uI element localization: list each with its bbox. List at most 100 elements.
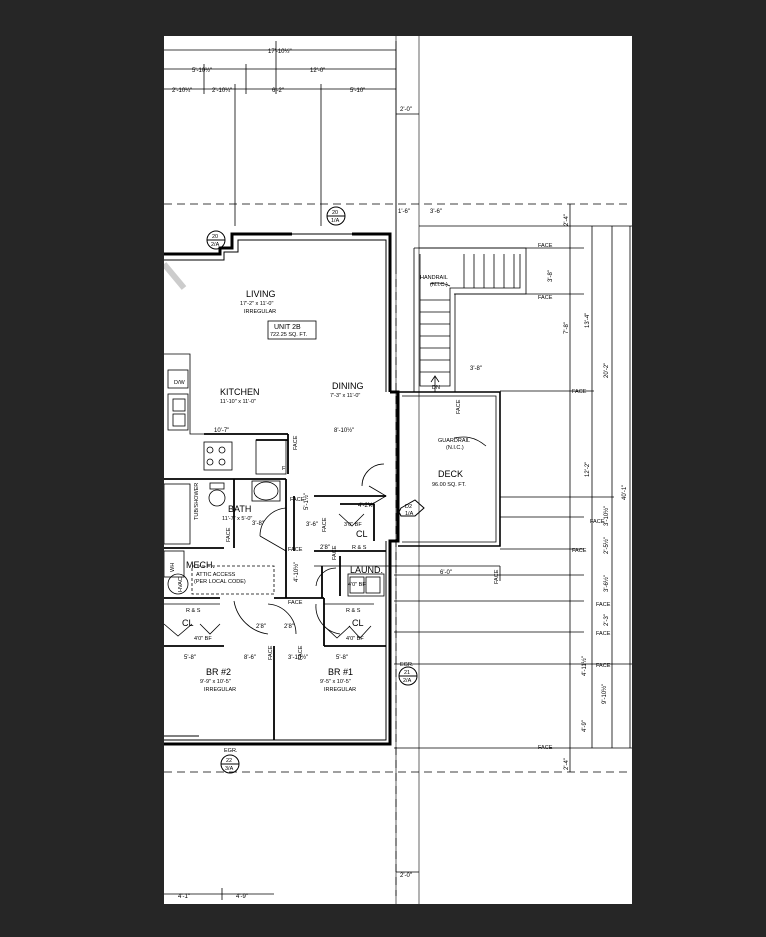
deck-tag-top: D2 [405, 504, 412, 510]
dim-right-n: 4'-9" [582, 720, 588, 732]
face-label: FACE [538, 243, 553, 249]
dim-row2-c: 6'-2" [272, 88, 284, 94]
face-label: FACE [268, 645, 274, 660]
tag-21-top: 21 [404, 670, 410, 676]
face-label: FACE [538, 745, 553, 751]
room-br2-size: 9'-9" x 10'-5" [200, 679, 231, 685]
dim-br-b: 8'-6" [244, 655, 256, 661]
handrail-label: HANDRAIL [420, 275, 448, 281]
face-label: FACE [293, 435, 299, 450]
face-label: FACE [590, 519, 605, 525]
tub-shower-label: TUB/SHOWER [194, 483, 200, 520]
room-br1-note: IRREGULAR [324, 687, 356, 693]
dim-top-overall: 17'-10½" [268, 48, 292, 55]
dim-door-b: 2'8" [284, 624, 294, 630]
room-br1: BR #1 [328, 667, 353, 677]
room-kitchen-size: 11'-10" x 11'-0" [220, 399, 256, 405]
dim-right-j: 3'-6½" [603, 575, 610, 592]
floor-plan-drawing: 17'-10½" 5'-10½" 12'-0" 2'-10¼" 2'-10¼" … [164, 36, 632, 904]
dim-dining-w: 8'-10½" [334, 427, 354, 434]
guardrail-label: GUARDRAIL [438, 438, 470, 444]
room-dining: DINING [332, 381, 364, 391]
dim-right-g: 40'-1" [622, 485, 628, 500]
face-label: FACE [572, 389, 587, 395]
unit-area: 722.25 SQ. FT. [270, 332, 307, 338]
stair-dn: DN [432, 385, 440, 391]
handrail-nic: (N.I.C.) [430, 282, 448, 288]
dim-col-top: 2'-0" [400, 107, 412, 113]
room-bath: BATH [228, 504, 251, 514]
face-label: FACE [572, 548, 587, 554]
tag-20b-bot: 2/A [211, 242, 220, 248]
dim-right-f: 12'-2" [585, 462, 591, 477]
dim-top-right: 12'-0" [310, 68, 325, 74]
dishwasher-label: D/W [174, 380, 186, 386]
dim-right-m: 9'-10½" [601, 684, 608, 704]
dim-br-c: 3'-10½" [288, 654, 308, 661]
tag-20-top: 20 [332, 210, 338, 216]
dim-bath-a: 4'-2½" [358, 502, 375, 509]
dim-top-left: 5'-10½" [192, 67, 212, 74]
dim-right-d: 13'-4" [585, 313, 591, 328]
dim-mid-a: 4'-10½" [293, 562, 300, 582]
dim-row2-a: 2'-10¼" [172, 88, 192, 94]
tag-20b-top: 20 [212, 234, 218, 240]
dim-bath-d: 3'-8" [252, 521, 264, 527]
dim-mid-b: 2'8" [320, 545, 330, 551]
room-kitchen: KITCHEN [220, 387, 260, 397]
dim-cl-depth: 4'0" BF [348, 582, 366, 588]
dim-right-o: 2'-4" [564, 758, 570, 770]
tag-22-bot: 3/A [225, 766, 234, 772]
dim-right-b: 3'-8" [548, 270, 554, 282]
face-label: FACE [290, 497, 305, 503]
closet-b: CL [352, 618, 364, 628]
dim-cl-depth2: 4'0" BF [346, 636, 364, 642]
room-dining-size: 7'-3" x 11'-0" [330, 393, 360, 399]
tag-20-bot: 1/A [331, 218, 340, 224]
deck-tag-bot: 1/A [405, 511, 414, 517]
rs-label-1: R & S [352, 545, 367, 551]
face-label: FACE [456, 399, 462, 414]
dim-row2-d: 5'-10" [350, 88, 365, 94]
attic-note: (PER LOCAL CODE) [194, 579, 246, 585]
egress-label-1: EGR. [400, 662, 414, 668]
water-heater-label: WH [170, 563, 176, 572]
dim-right-h: 3'-10½" [603, 506, 610, 526]
face-label: FACE [288, 547, 303, 553]
dim-right-i: 2'-5½" [603, 537, 610, 554]
room-living: LIVING [246, 289, 276, 299]
room-br1-size: 9'-5" x 10'-5" [320, 679, 351, 685]
tag-22-top: 22 [226, 758, 232, 764]
face-label: FACE [298, 645, 304, 660]
face-label: FACE [226, 527, 232, 542]
dim-bath-b: 5'-1½" [303, 493, 310, 510]
room-mech: MECH. [186, 560, 215, 570]
unit-label: UNIT 2B [274, 324, 301, 331]
dim-br-d: 5'-8" [336, 655, 348, 661]
face-label: FACE [596, 631, 611, 637]
closet-a: CL [356, 529, 368, 539]
guardrail-nic: (N.I.C.) [446, 445, 464, 451]
dim-right-k: 2'-3" [604, 614, 610, 626]
dim-br-a: 5'-8" [184, 655, 196, 661]
attic-access: ATTIC ACCESS [196, 572, 236, 578]
face-label: FACE [332, 545, 338, 560]
dim-right-e: 20'-2" [604, 363, 610, 378]
dim-bath-c: 3'-6" [306, 522, 318, 528]
rs-label-3: R & S [186, 608, 201, 614]
dim-bottom-a: 4'-1" [178, 894, 190, 900]
face-label: FACE [322, 517, 328, 532]
deck-area: 96.00 SQ. FT. [432, 482, 466, 488]
dim-kitchen-w: 10'-7" [214, 428, 229, 434]
dim-cl-depth4: 3'0" BF [344, 522, 362, 528]
room-br2-note: IRREGULAR [204, 687, 236, 693]
dim-laund-w: 6'-0" [440, 570, 452, 576]
room-bath-size: 11'-7" x 5'-0" [222, 516, 252, 522]
dim-row2-b: 2'-10¼" [212, 88, 232, 94]
dim-bottom-b: 4'-9" [236, 894, 248, 900]
dim-right-a: 2'-4" [564, 214, 570, 226]
rs-label-2: R & S [346, 608, 361, 614]
dim-deck-top-b: 3'-6" [430, 209, 442, 215]
room-living-size: 17'-2" x 11'-0" [240, 301, 273, 307]
dim-deck-top-a: 1'-6" [398, 209, 410, 215]
